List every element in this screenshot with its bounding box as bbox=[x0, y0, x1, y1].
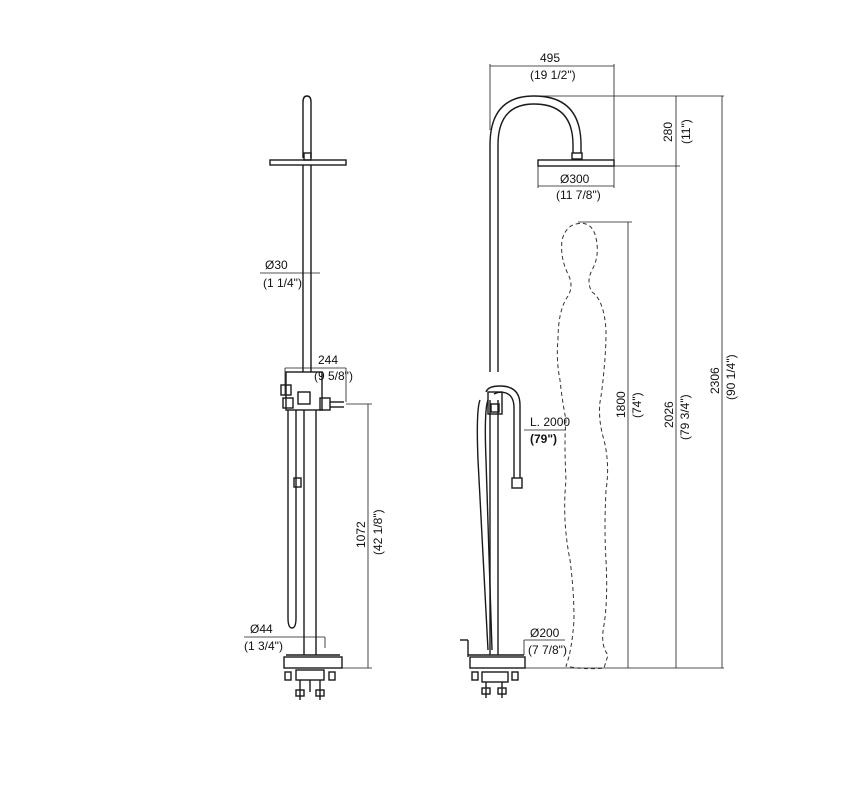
dim-head-height: 2026 (79 3/4") bbox=[662, 166, 692, 668]
mixer-height-inch-label: (42 1/8") bbox=[371, 509, 385, 555]
dim-pipe-diameter: Ø30 (1 1/4") bbox=[260, 258, 320, 290]
side-head-connector bbox=[571, 152, 583, 160]
column-dia-label: Ø44 bbox=[250, 622, 273, 636]
person-height-inch-label: (74") bbox=[630, 392, 644, 418]
total-height-label: 2306 bbox=[708, 367, 722, 394]
head-dia-label: Ø300 bbox=[560, 172, 590, 186]
mixer-reach-label: 244 bbox=[318, 353, 338, 367]
dim-mixer-height: 1072 (42 1/8") bbox=[342, 403, 385, 669]
mixer-height-label: 1072 bbox=[354, 521, 368, 548]
dim-column-diameter: Ø44 (1 3/4") bbox=[244, 622, 326, 653]
front-head-connector bbox=[303, 152, 312, 161]
side-shower-head bbox=[537, 159, 615, 167]
person-height-label: 1800 bbox=[614, 391, 628, 418]
side-view: 495 (19 1/2") 280 (11") Ø300 (11 7/8") 1… bbox=[460, 51, 738, 698]
width-top-label: 495 bbox=[540, 51, 560, 65]
total-height-inch-label: (90 1/4") bbox=[724, 354, 738, 400]
dim-base-diameter: Ø200 (7 7/8") bbox=[523, 626, 567, 657]
front-anchor-bolts bbox=[284, 669, 336, 700]
front-shower-head bbox=[269, 159, 347, 166]
dim-hose-length: L. 2000 (79") bbox=[524, 415, 570, 446]
pipe-dia-inch-label: (1 1/4") bbox=[263, 276, 302, 290]
front-mixer-body bbox=[285, 371, 323, 411]
dim-total-height: 2306 (90 1/4") bbox=[708, 96, 738, 668]
head-drop-label: 280 bbox=[661, 122, 675, 142]
hose-length-label: L. 2000 bbox=[530, 415, 570, 429]
side-mixer-body bbox=[487, 391, 503, 415]
side-anchor-bolts bbox=[471, 671, 519, 698]
human-silhouette bbox=[556, 222, 609, 670]
front-hose-loop bbox=[287, 410, 297, 629]
front-hand-shower-clip bbox=[293, 477, 302, 488]
head-dia-inch-label: (11 7/8") bbox=[556, 188, 601, 202]
front-base-plate bbox=[283, 656, 343, 669]
column-dia-inch-label: (1 3/4") bbox=[244, 639, 283, 653]
front-pipe-top bbox=[302, 95, 312, 158]
side-base-plate bbox=[469, 656, 526, 669]
dim-person-height: 1800 (74") bbox=[578, 221, 644, 668]
dim-mixer-reach: 244 (9 5/8") bbox=[284, 353, 353, 402]
base-dia-label: Ø200 bbox=[530, 626, 560, 640]
head-drop-inch-label: (11") bbox=[679, 119, 693, 144]
side-hand-shower bbox=[511, 477, 523, 489]
side-gooseneck-outer bbox=[489, 95, 582, 372]
base-dia-inch-label: (7 7/8") bbox=[528, 643, 567, 657]
pipe-dia-label: Ø30 bbox=[265, 258, 288, 272]
dim-head-drop: 280 (11") bbox=[540, 95, 724, 167]
front-mixer-knob bbox=[280, 384, 292, 396]
dim-head-diameter: Ø300 (11 7/8") bbox=[537, 166, 615, 202]
mixer-reach-inch-label: (9 5/8") bbox=[314, 369, 353, 383]
hose-length-inch-label: (79") bbox=[530, 432, 557, 446]
head-height-inch-label: (79 3/4") bbox=[678, 394, 692, 440]
head-height-label: 2026 bbox=[662, 401, 676, 428]
width-top-inch-label: (19 1/2") bbox=[530, 68, 576, 82]
side-hose-arc bbox=[485, 385, 521, 478]
front-view: Ø30 (1 1/4") 244 (9 5/8") 1072 (42 1/8")… bbox=[244, 95, 385, 700]
side-gooseneck-inner bbox=[497, 103, 574, 372]
dim-width-top: 495 (19 1/2") bbox=[489, 51, 615, 160]
